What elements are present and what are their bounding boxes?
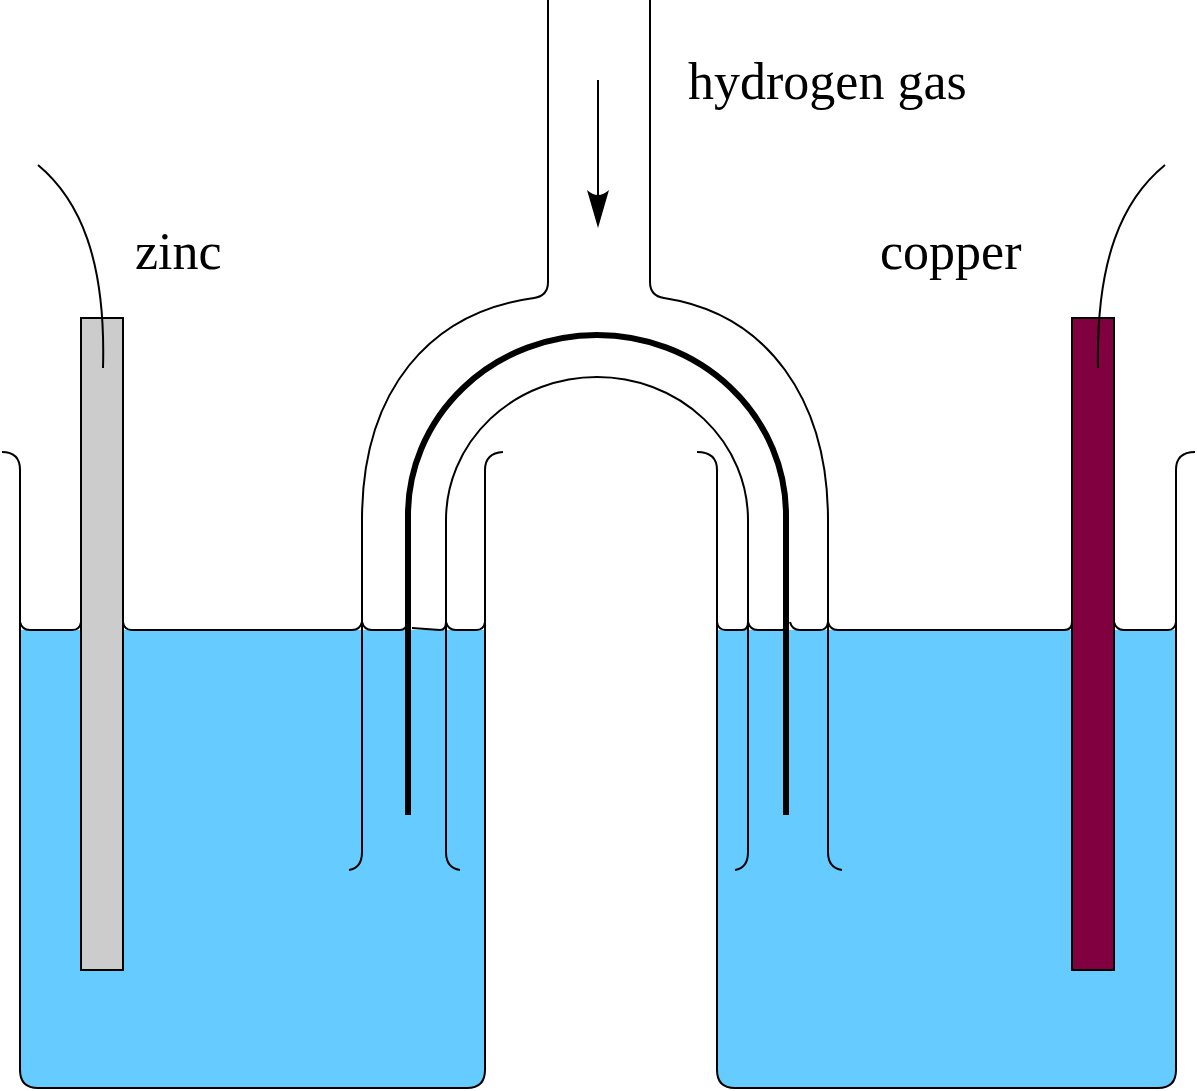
zinc-electrode xyxy=(81,318,123,970)
platinum-wire xyxy=(408,335,786,815)
part-label: copper xyxy=(880,222,1100,282)
gas-tube xyxy=(349,0,842,870)
copper-electrode xyxy=(1072,318,1114,970)
part-label: zinc xyxy=(135,222,335,282)
part-label: hydrogen gas xyxy=(688,52,988,112)
beaker xyxy=(2,452,1195,1088)
flow-arrow xyxy=(587,80,609,228)
water-surface xyxy=(20,622,1176,630)
